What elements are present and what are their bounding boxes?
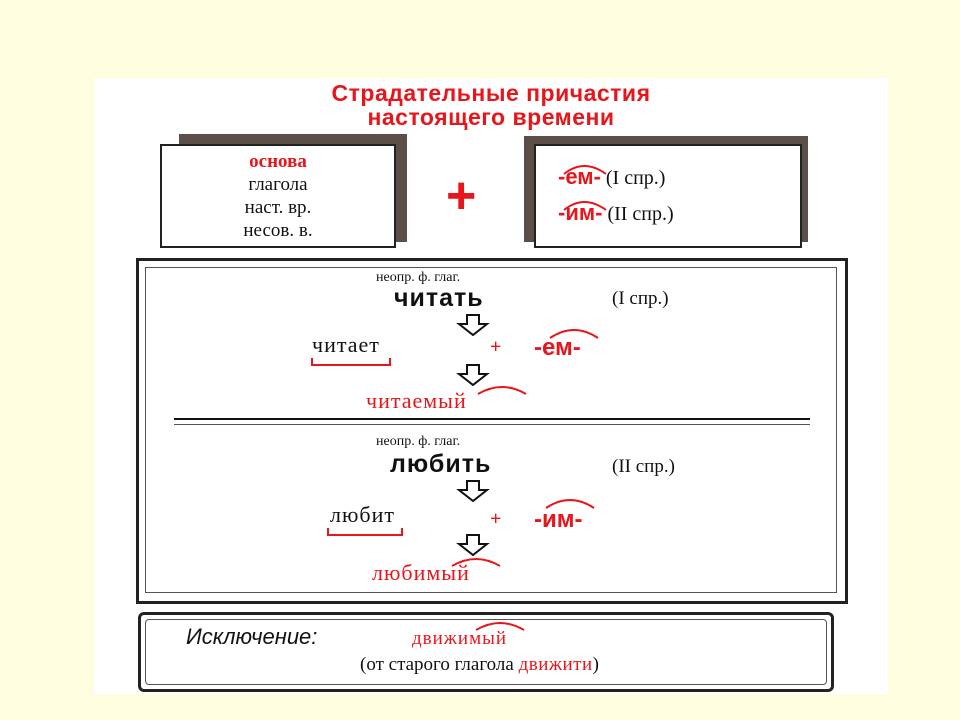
exception-note-word: движити	[518, 654, 593, 675]
ex1-conjugation: (I спр.)	[612, 288, 669, 309]
stem-box: основа глагола наст. вр. несов. в.	[160, 144, 396, 248]
examples-frame	[136, 258, 848, 604]
ex2-plus: +	[490, 508, 502, 530]
ex2-suffix-arc-icon	[545, 499, 595, 509]
ex2-down-arrow-2-icon	[456, 534, 490, 556]
ex2-result-arc-icon	[451, 558, 501, 567]
ex1-result-arc-icon	[477, 386, 527, 395]
examples-inner-frame	[145, 267, 837, 593]
plus-sign: +	[446, 167, 477, 225]
suffix-arcs-icon	[563, 165, 607, 211]
exception-frame	[138, 612, 834, 692]
divider-top	[174, 418, 810, 420]
suffix-em-note: (I спр.)	[605, 167, 666, 189]
slide-panel: Страдательные причастия настоящего време…	[94, 78, 888, 694]
suffix-box: -ем- (I спр.) -им- (II спр.)	[534, 144, 802, 248]
ex1-base: читает	[312, 332, 380, 357]
ex2-conjugation: (II спр.)	[612, 456, 675, 477]
ex1-down-arrow-icon	[456, 314, 490, 336]
ex2-suffix: -им-	[534, 506, 583, 533]
ex1-result: читаемый	[366, 388, 467, 413]
stem-line-4: несов. в.	[243, 220, 313, 241]
ex1-plus: +	[490, 336, 502, 358]
title-line-1: Страдательные причастия	[331, 80, 651, 106]
exception-word: движимый	[412, 628, 508, 649]
ex1-verb: читать	[394, 284, 484, 312]
suffix-im-note: (II спр.)	[607, 203, 674, 225]
ex2-down-arrow-icon	[456, 480, 490, 502]
suffix-im: -им-	[558, 200, 603, 225]
ex1-suffix: -ем-	[534, 334, 581, 361]
title-line-2: настоящего времени	[367, 104, 615, 130]
ex2-result: любимый	[372, 560, 470, 585]
ex1-base-bracket-icon	[311, 358, 391, 366]
exception-note-open: (от старого глагола	[360, 654, 514, 675]
ex2-base-bracket-icon	[327, 528, 403, 536]
ex1-down-arrow-2-icon	[456, 364, 490, 386]
exception-arc-icon	[475, 622, 525, 631]
stem-line-2: глагола	[248, 174, 308, 195]
divider-bottom	[174, 424, 810, 425]
exception-inner-frame	[145, 619, 827, 685]
suffix-em: -ем-	[558, 164, 601, 189]
stem-line-1: основа	[249, 151, 307, 172]
ex1-suffix-arc-icon	[549, 329, 599, 339]
ex2-verb: любить	[390, 450, 492, 478]
exception-note-close: )	[592, 654, 599, 675]
stem-line-3: наст. вр.	[244, 197, 312, 218]
ex2-label: неопр. ф. глаг.	[376, 434, 461, 449]
ex2-base: любит	[330, 502, 395, 527]
ex1-label: неопр. ф. глаг.	[376, 270, 461, 285]
exception-label: Исключение:	[186, 624, 318, 649]
